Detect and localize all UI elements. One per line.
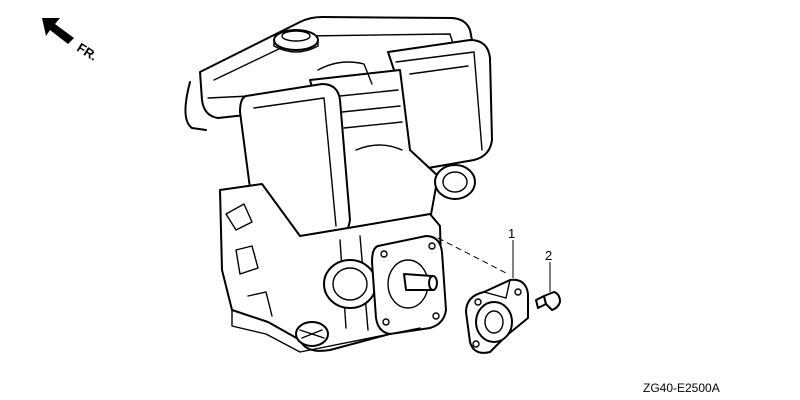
alignment-line xyxy=(437,237,509,275)
crankshaft xyxy=(403,273,438,291)
flange-bolt xyxy=(535,291,561,311)
front-direction-indicator: FR. xyxy=(42,18,100,64)
callout-2: 2 xyxy=(545,248,552,292)
front-arrow-icon xyxy=(42,18,74,44)
flange-plate xyxy=(465,278,529,354)
front-label: FR. xyxy=(74,40,100,64)
oil-filler-cap xyxy=(295,321,329,347)
callout-number-2: 2 xyxy=(545,248,552,263)
crankcase-bearing-ring xyxy=(323,259,377,309)
engine-block xyxy=(184,16,493,353)
callout-1: 1 xyxy=(508,226,515,278)
fuel-cap xyxy=(273,29,319,53)
callout-number-1: 1 xyxy=(508,226,515,241)
spark-plug-boss xyxy=(434,164,476,200)
diagram-code: ZG40-E2500A xyxy=(643,381,720,395)
